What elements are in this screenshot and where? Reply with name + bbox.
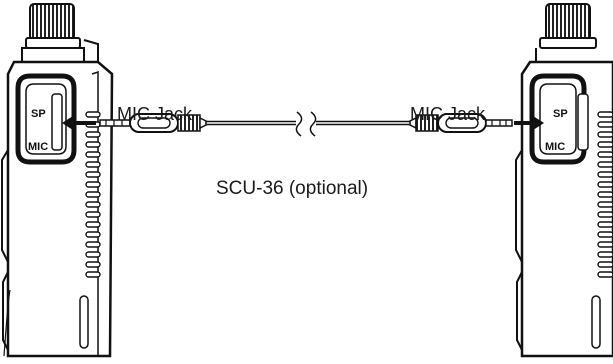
mic-jack-left-label: MIC Jack: [117, 104, 193, 124]
mic-jack-right-label: MIC Jack: [410, 104, 486, 124]
radio-left-port-panel: SP MIC: [15, 73, 77, 165]
radio-right-sp-port-label: SP: [553, 108, 568, 120]
radio-right-mic-port-label: MIC: [545, 141, 565, 153]
radio-left-sp-port-label: SP: [31, 108, 46, 120]
radio-right-antenna-slot: [591, 295, 601, 349]
radio-right-port-panel: SP MIC: [529, 73, 589, 165]
cable-right-plug: [409, 113, 513, 133]
radio-right-knob: [535, 3, 613, 63]
cable-break-mark: [295, 111, 303, 137]
radio-right: SP MIC: [515, 3, 613, 358]
scu36-cable: [99, 111, 513, 137]
arrow-into-right-mic-jack: [514, 114, 544, 132]
cable-wire: [206, 111, 410, 137]
radio-left-speaker-grille: [85, 111, 101, 278]
radio-left-mic-port-label: MIC: [28, 141, 48, 153]
radio-left-knob: [21, 3, 99, 63]
radio-left-antenna-slot: [79, 295, 89, 349]
cable-model-label: SCU-36 (optional): [216, 178, 369, 199]
radio-right-speaker-grille: [597, 111, 613, 278]
radio-left: SP MIC: [1, 3, 114, 358]
arrow-into-left-mic-jack: [62, 114, 96, 132]
